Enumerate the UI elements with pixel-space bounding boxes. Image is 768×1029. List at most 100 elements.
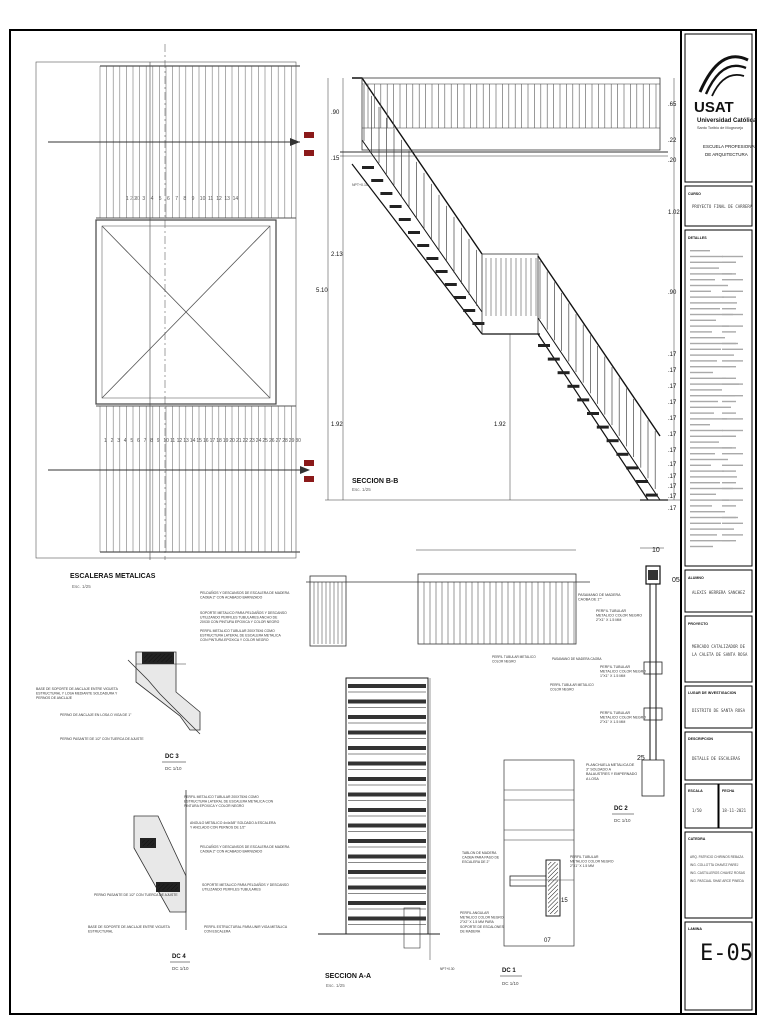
tread-number: 1 xyxy=(104,438,107,444)
plan-title: ESCALERAS METALICAS xyxy=(70,573,156,580)
annotation-note: METALICO COLOR NEGRO xyxy=(570,860,614,864)
catedra-line: ARQ. PATRICIO CHIRINOS REBAZA xyxy=(690,855,744,859)
annotation-note: ESTRUCTURAL xyxy=(88,930,113,934)
annotation-note: PERFIL METALICO TUBULAR 200X75X6 COMO xyxy=(200,629,275,633)
annotation-note: 2"X2" X 1.5 MM PARA xyxy=(460,920,495,924)
proyecto-value: LA CALETA DE SANTA ROSA xyxy=(692,652,748,657)
fine-print-line xyxy=(722,482,736,484)
annotation-note: METALICO COLOR NEGRO xyxy=(600,716,646,720)
fine-print-line xyxy=(722,447,736,449)
bb-dim: .17 xyxy=(668,494,677,500)
fine-print-line xyxy=(722,540,736,542)
fine-print-line xyxy=(690,493,716,495)
detalles-label: DETALLES xyxy=(688,236,707,240)
tread-number: 17 xyxy=(210,438,216,444)
annotation-note: BALAUSTRES Y EMPERNADO xyxy=(586,772,637,776)
annotation-note: ESTRUCTURA LATERAL DE ESCALERA METALICA xyxy=(200,634,282,638)
fine-print-line xyxy=(722,435,736,437)
fine-print-line xyxy=(690,505,712,507)
fine-print-line xyxy=(690,313,733,316)
tread-number: 30 xyxy=(295,438,301,444)
annotation-note: PINTURA EPOXICA Y COLOR NEGRO xyxy=(184,804,244,808)
fine-print-line xyxy=(690,540,730,542)
bb-dim: 1.92 xyxy=(494,422,506,428)
detail-dc1 xyxy=(503,759,575,947)
fine-print-line xyxy=(722,418,743,420)
annotation-note: PERFIL METALICO TUBULAR 200X75X6 COMO xyxy=(184,795,259,799)
tread-number: 24 xyxy=(256,438,262,444)
fine-print-line xyxy=(690,453,715,455)
stair-step xyxy=(348,870,426,874)
annotation-note: DE MADERA xyxy=(460,929,481,933)
fine-print-line xyxy=(690,429,723,432)
tread-number: 21 xyxy=(236,438,242,444)
dc4-scale: DC 1/10 xyxy=(172,966,189,971)
fine-print-line xyxy=(690,383,739,385)
tread-number: 11 xyxy=(208,196,213,202)
fine-print-line xyxy=(690,255,723,258)
logo-text: USAT xyxy=(694,99,734,116)
fine-print-line xyxy=(690,400,718,403)
stair-step xyxy=(616,452,629,456)
stair-step xyxy=(348,746,426,750)
annotation-note: PELDAÑOS Y DESCANSOS DE ESCALERA DE MADE… xyxy=(200,590,290,595)
fine-print-line xyxy=(722,366,736,368)
annotation-note: UTILIZANDO PERFILES TUBULARES xyxy=(202,888,261,892)
dc1-scale: DC 1/10 xyxy=(502,981,519,986)
stair-step xyxy=(348,761,426,766)
annotation-note: BASE DE SOPORTE DE ANCLAJE ENTRE VIGUETA xyxy=(36,687,119,691)
fine-print-line xyxy=(690,325,729,327)
fine-print-line xyxy=(722,290,743,292)
stair-step xyxy=(645,493,658,497)
stair-step xyxy=(472,322,485,325)
annotation-note: PERFIL TUBULAR METALICO xyxy=(550,683,594,687)
fine-print-line xyxy=(690,482,720,484)
bb-dim: 5.10 xyxy=(316,288,328,294)
fine-print-line xyxy=(690,250,710,252)
annotation-note: Y ANCLADO CON PERNOS DE 1/2" xyxy=(190,826,246,830)
university-name: Universidad Católica xyxy=(697,118,757,124)
stair-step xyxy=(596,425,609,429)
annotation-note: UTILIZANDO PERFILES TUBULARES ANCHO DE xyxy=(200,616,278,620)
bb-dim: .17 xyxy=(668,352,677,358)
plan-scale: Esc. 1/25 xyxy=(72,584,91,589)
fine-print-line xyxy=(722,522,743,524)
fine-print-line xyxy=(690,464,711,466)
stair-step xyxy=(557,371,570,375)
stair-step xyxy=(626,466,639,470)
tread-number: 3 xyxy=(142,196,145,202)
fine-print-line xyxy=(690,447,732,449)
stair-step xyxy=(567,384,580,388)
fine-print-line xyxy=(690,261,736,263)
escala-label: ESCALA xyxy=(688,789,703,793)
fine-print-line xyxy=(690,308,720,310)
fine-print-line xyxy=(722,534,743,536)
bb-dim: .17 xyxy=(668,448,677,454)
stair-step xyxy=(606,439,619,443)
fine-print-line xyxy=(722,296,736,298)
fine-print-line xyxy=(722,360,743,362)
annotation-note: 2"X1" X 1.5 MM xyxy=(570,864,594,868)
detail-dc3 xyxy=(127,651,201,735)
fine-print-line xyxy=(722,429,743,432)
bb-dim: .65 xyxy=(668,102,677,108)
fine-print-line xyxy=(690,331,712,333)
fine-print-line xyxy=(690,360,717,362)
sheet-number: E-05 xyxy=(700,941,753,966)
stair-step xyxy=(417,244,430,247)
dc2-title: DC 2 xyxy=(614,806,628,812)
fine-print-line xyxy=(690,511,725,513)
school-line1: ESCUELA PROFESIONAL xyxy=(703,144,758,149)
fine-print-line xyxy=(722,279,743,281)
annotation-note: SOPORTE DE ESCALONES xyxy=(460,925,505,929)
dc2-dim: 25 xyxy=(637,755,645,762)
sheet-border xyxy=(9,29,757,1015)
tread-number: 6 xyxy=(137,438,140,444)
fine-print-line xyxy=(690,470,724,472)
fine-print-line xyxy=(690,366,730,368)
tread-number: 26 xyxy=(269,438,275,444)
tread-number: 3 xyxy=(117,438,120,444)
annotation-note: METALICO COLOR NEGRO xyxy=(600,670,646,674)
annotation-note: PERFIL ANGULAR xyxy=(460,911,489,915)
stair-step xyxy=(348,777,426,781)
